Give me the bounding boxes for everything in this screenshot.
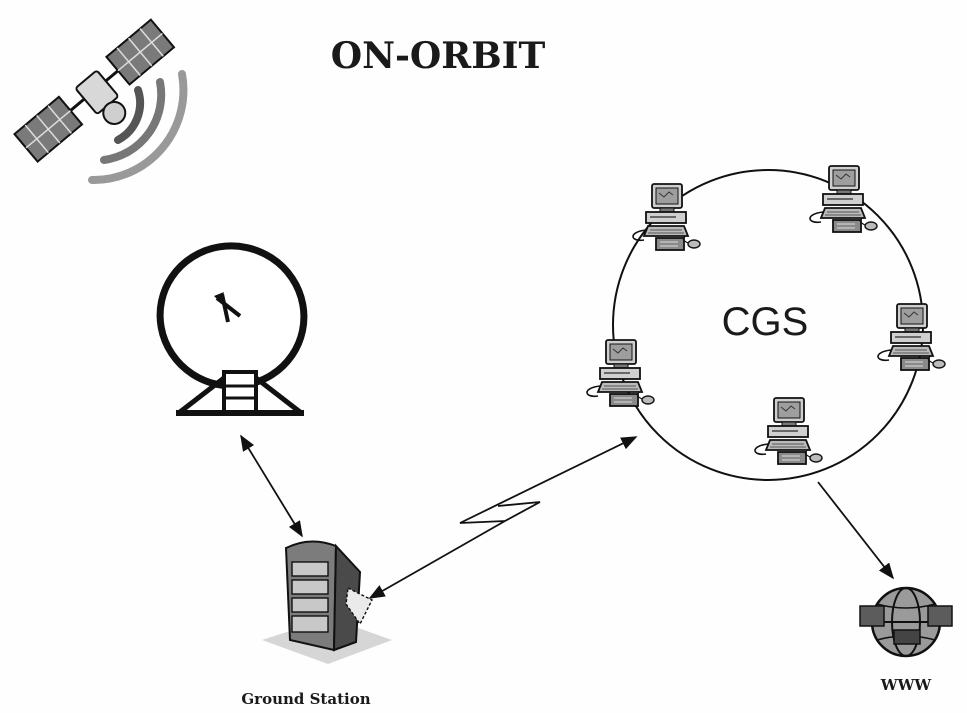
cgs-label: CGS bbox=[722, 300, 809, 344]
ground-station-label: Ground Station bbox=[241, 690, 370, 708]
computer-workstation-icon bbox=[877, 303, 946, 371]
signal-waves-icon bbox=[88, 70, 188, 185]
satellite-icon bbox=[13, 18, 176, 164]
satellite-dish-icon bbox=[156, 242, 308, 416]
ground-station-icon bbox=[262, 540, 392, 664]
dish-ground-link bbox=[240, 434, 303, 538]
globe-icon bbox=[859, 586, 953, 658]
radio-link-lightning bbox=[368, 436, 638, 599]
computer-workstation-icon bbox=[586, 339, 655, 407]
computer-workstation-icon bbox=[809, 165, 878, 233]
cgs-www-link bbox=[817, 481, 894, 580]
www-label: WWW bbox=[880, 676, 933, 694]
computer-workstation-icon bbox=[754, 397, 823, 465]
computer-workstation-icon bbox=[632, 183, 701, 251]
diagram-title: ON-ORBIT bbox=[331, 35, 546, 77]
